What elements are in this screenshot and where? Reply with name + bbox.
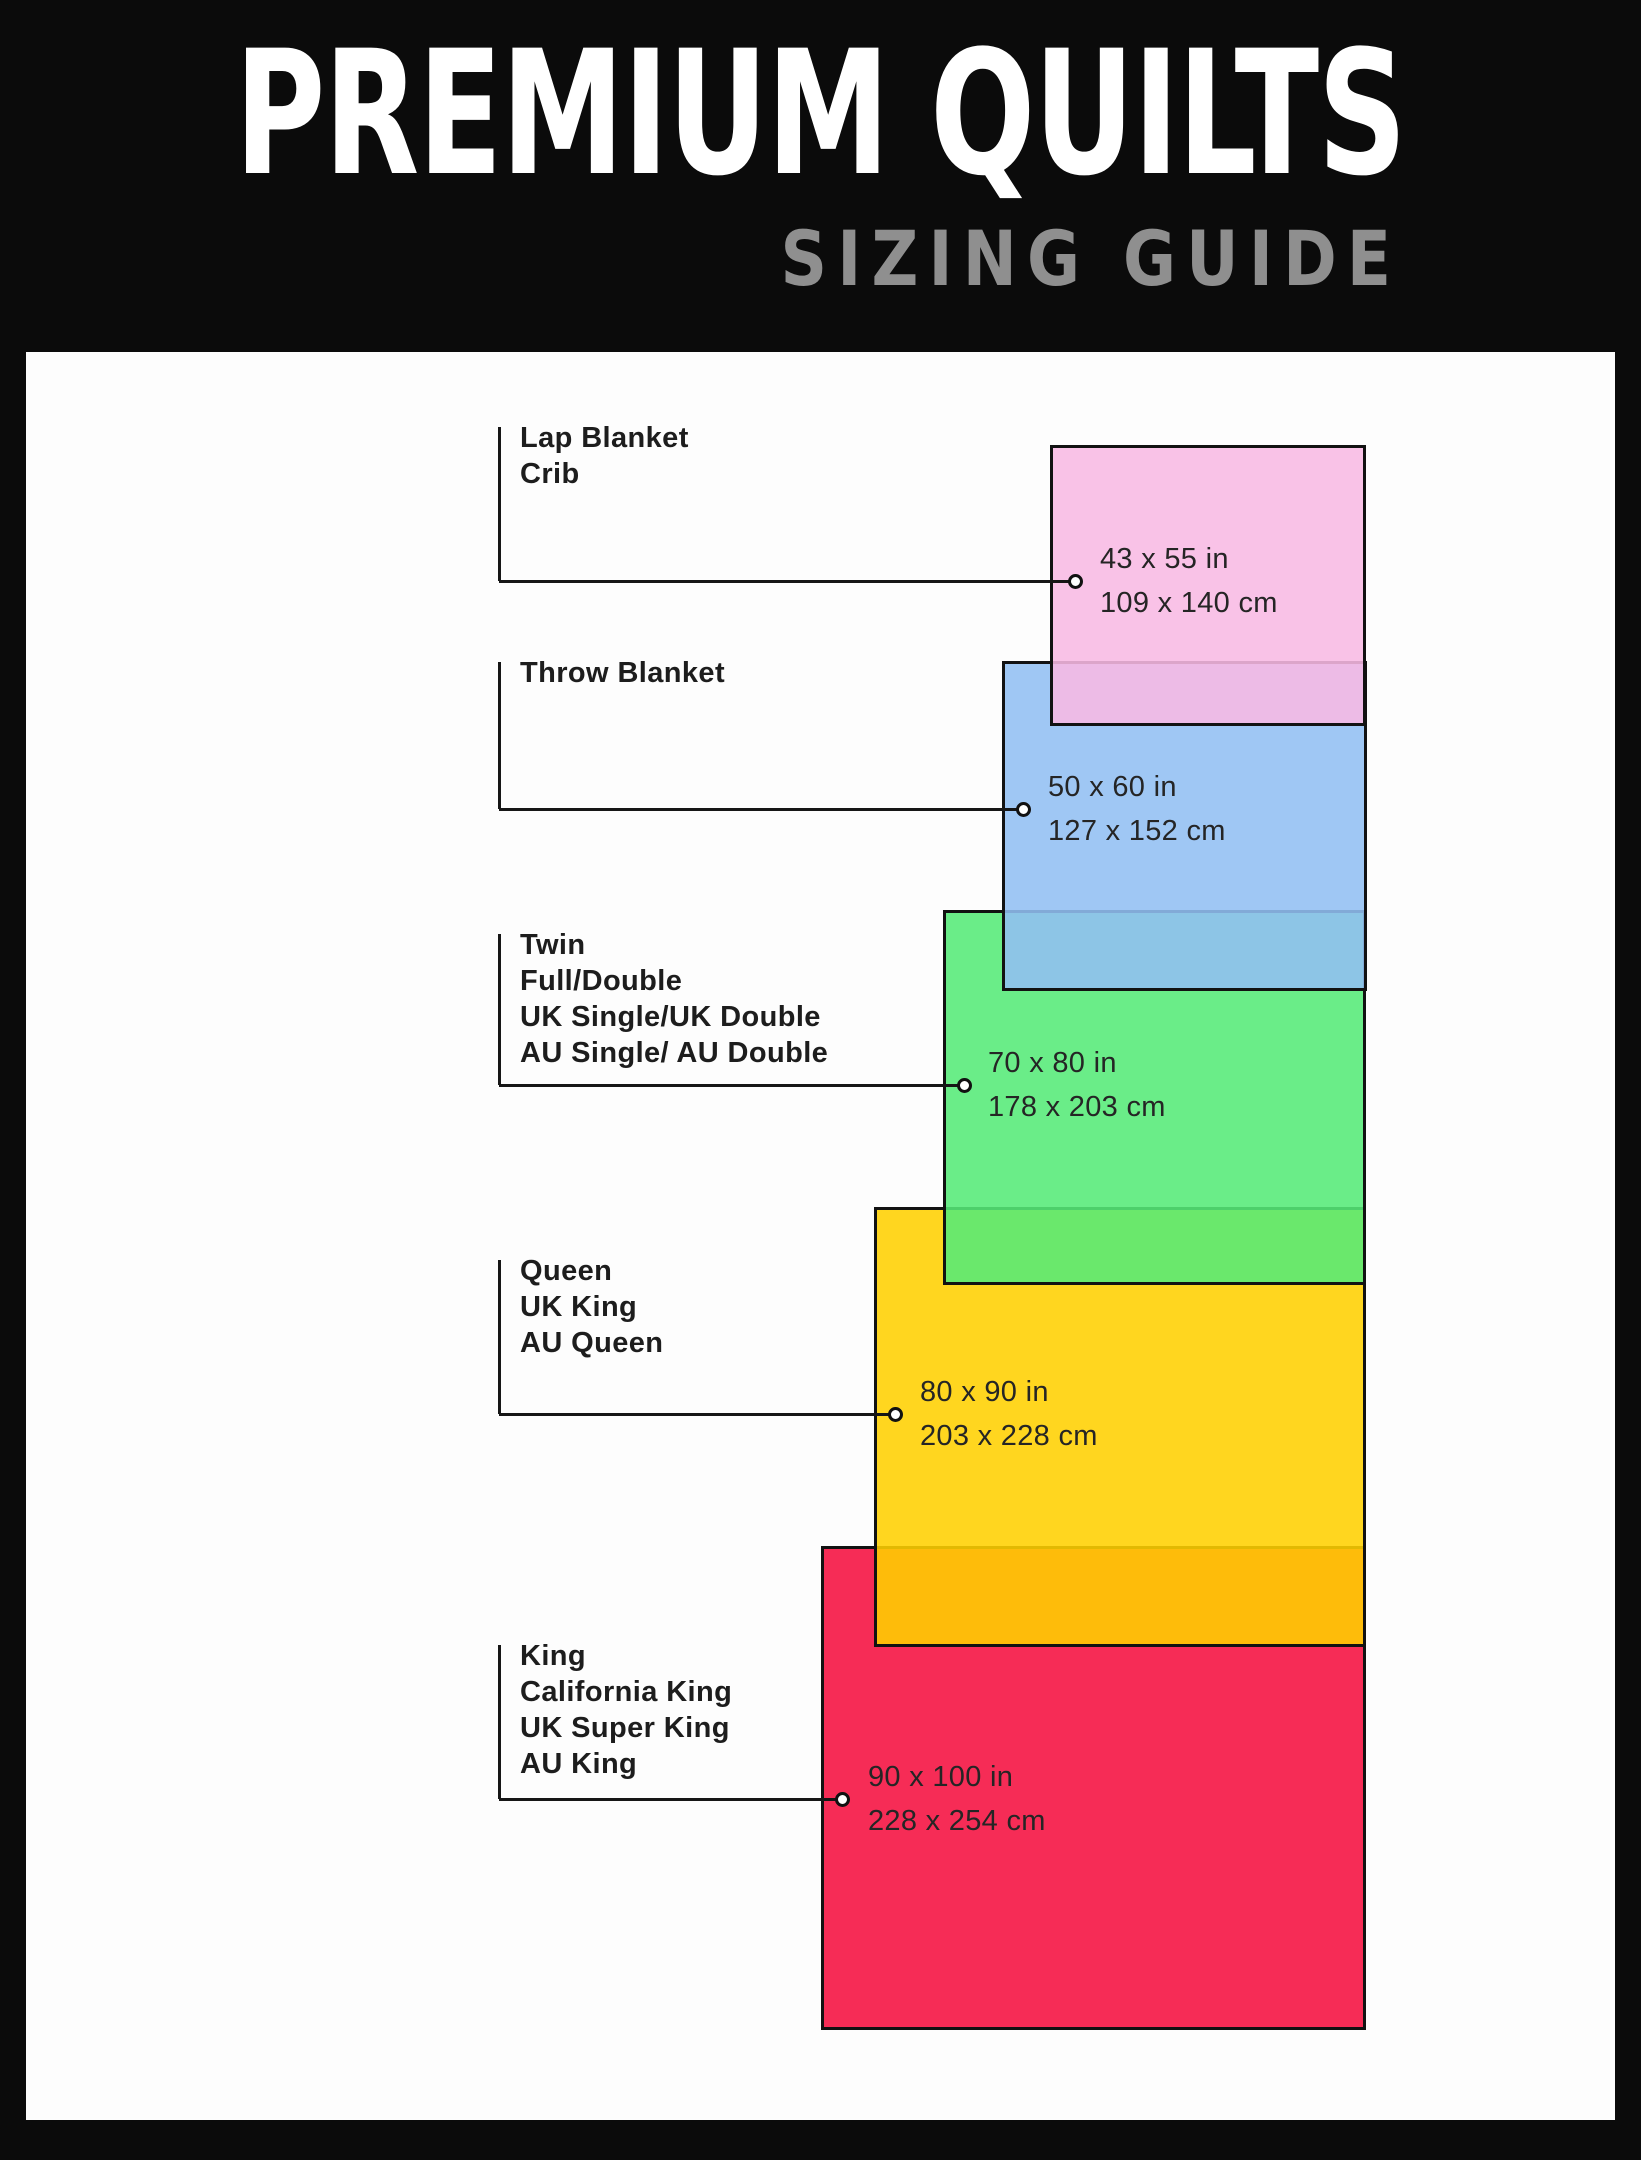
label-king: King California King UK Super King AU Ki… — [520, 1638, 732, 1782]
header: PREMIUM QUILTS — [0, 13, 1641, 214]
label-line: AU Single/ AU Double — [520, 1037, 829, 1069]
measurement-inches: 80 x 90 in — [920, 1376, 1049, 1408]
page-title: PREMIUM QUILTS — [235, 13, 1407, 214]
measurement-throw: 50 x 60 in 127 x 152 cm — [1048, 765, 1226, 853]
connector-dot-twin — [957, 1078, 972, 1093]
label-line: Throw Blanket — [520, 657, 725, 689]
label-line: Crib — [520, 458, 580, 490]
size-rect-lap-crib — [1050, 445, 1366, 726]
connector-dot-throw — [1016, 802, 1031, 817]
connector-dot-lap — [1068, 574, 1083, 589]
connector-vline-queen — [498, 1260, 501, 1414]
connector-hline-throw — [499, 808, 1023, 811]
measurement-cm: 228 x 254 cm — [868, 1805, 1046, 1837]
measurement-twin: 70 x 80 in 178 x 203 cm — [988, 1041, 1166, 1129]
measurement-inches: 50 x 60 in — [1048, 771, 1177, 803]
measurement-cm: 127 x 152 cm — [1048, 815, 1226, 847]
label-line: Twin — [520, 929, 586, 961]
connector-hline-queen — [499, 1413, 895, 1416]
connector-vline-twin — [498, 934, 501, 1085]
measurement-inches: 43 x 55 in — [1100, 543, 1229, 575]
measurement-lap: 43 x 55 in 109 x 140 cm — [1100, 537, 1278, 625]
connector-dot-king — [835, 1792, 850, 1807]
connector-hline-lap — [499, 580, 1075, 583]
label-throw: Throw Blanket — [520, 655, 725, 691]
connector-hline-twin — [499, 1084, 964, 1087]
page-subtitle: SIZING GUIDE — [780, 214, 1401, 303]
connector-vline-lap — [498, 427, 501, 581]
label-line: AU Queen — [520, 1327, 664, 1359]
label-line: Queen — [520, 1255, 613, 1287]
label-line: UK Super King — [520, 1712, 730, 1744]
measurement-inches: 90 x 100 in — [868, 1761, 1014, 1793]
measurement-queen: 80 x 90 in 203 x 228 cm — [920, 1370, 1098, 1458]
label-line: AU King — [520, 1748, 638, 1780]
measurement-cm: 178 x 203 cm — [988, 1091, 1166, 1123]
label-line: California King — [520, 1676, 733, 1708]
measurement-cm: 203 x 228 cm — [920, 1420, 1098, 1452]
connector-vline-king — [498, 1645, 501, 1799]
label-line: King — [520, 1640, 587, 1672]
size-rect-lap-crib-fill — [1053, 448, 1363, 723]
label-line: Lap Blanket — [520, 422, 689, 454]
label-twin: Twin Full/Double UK Single/UK Double AU … — [520, 927, 828, 1071]
connector-vline-throw — [498, 662, 501, 809]
label-queen: Queen UK King AU Queen — [520, 1253, 663, 1361]
label-lap-crib: Lap Blanket Crib — [520, 420, 689, 492]
label-line: Full/Double — [520, 965, 683, 997]
connector-dot-queen — [888, 1407, 903, 1422]
measurement-cm: 109 x 140 cm — [1100, 587, 1278, 619]
measurement-inches: 70 x 80 in — [988, 1047, 1117, 1079]
connector-hline-king — [499, 1798, 842, 1801]
label-line: UK Single/UK Double — [520, 1001, 821, 1033]
measurement-king: 90 x 100 in 228 x 254 cm — [868, 1755, 1046, 1843]
label-line: UK King — [520, 1291, 638, 1323]
